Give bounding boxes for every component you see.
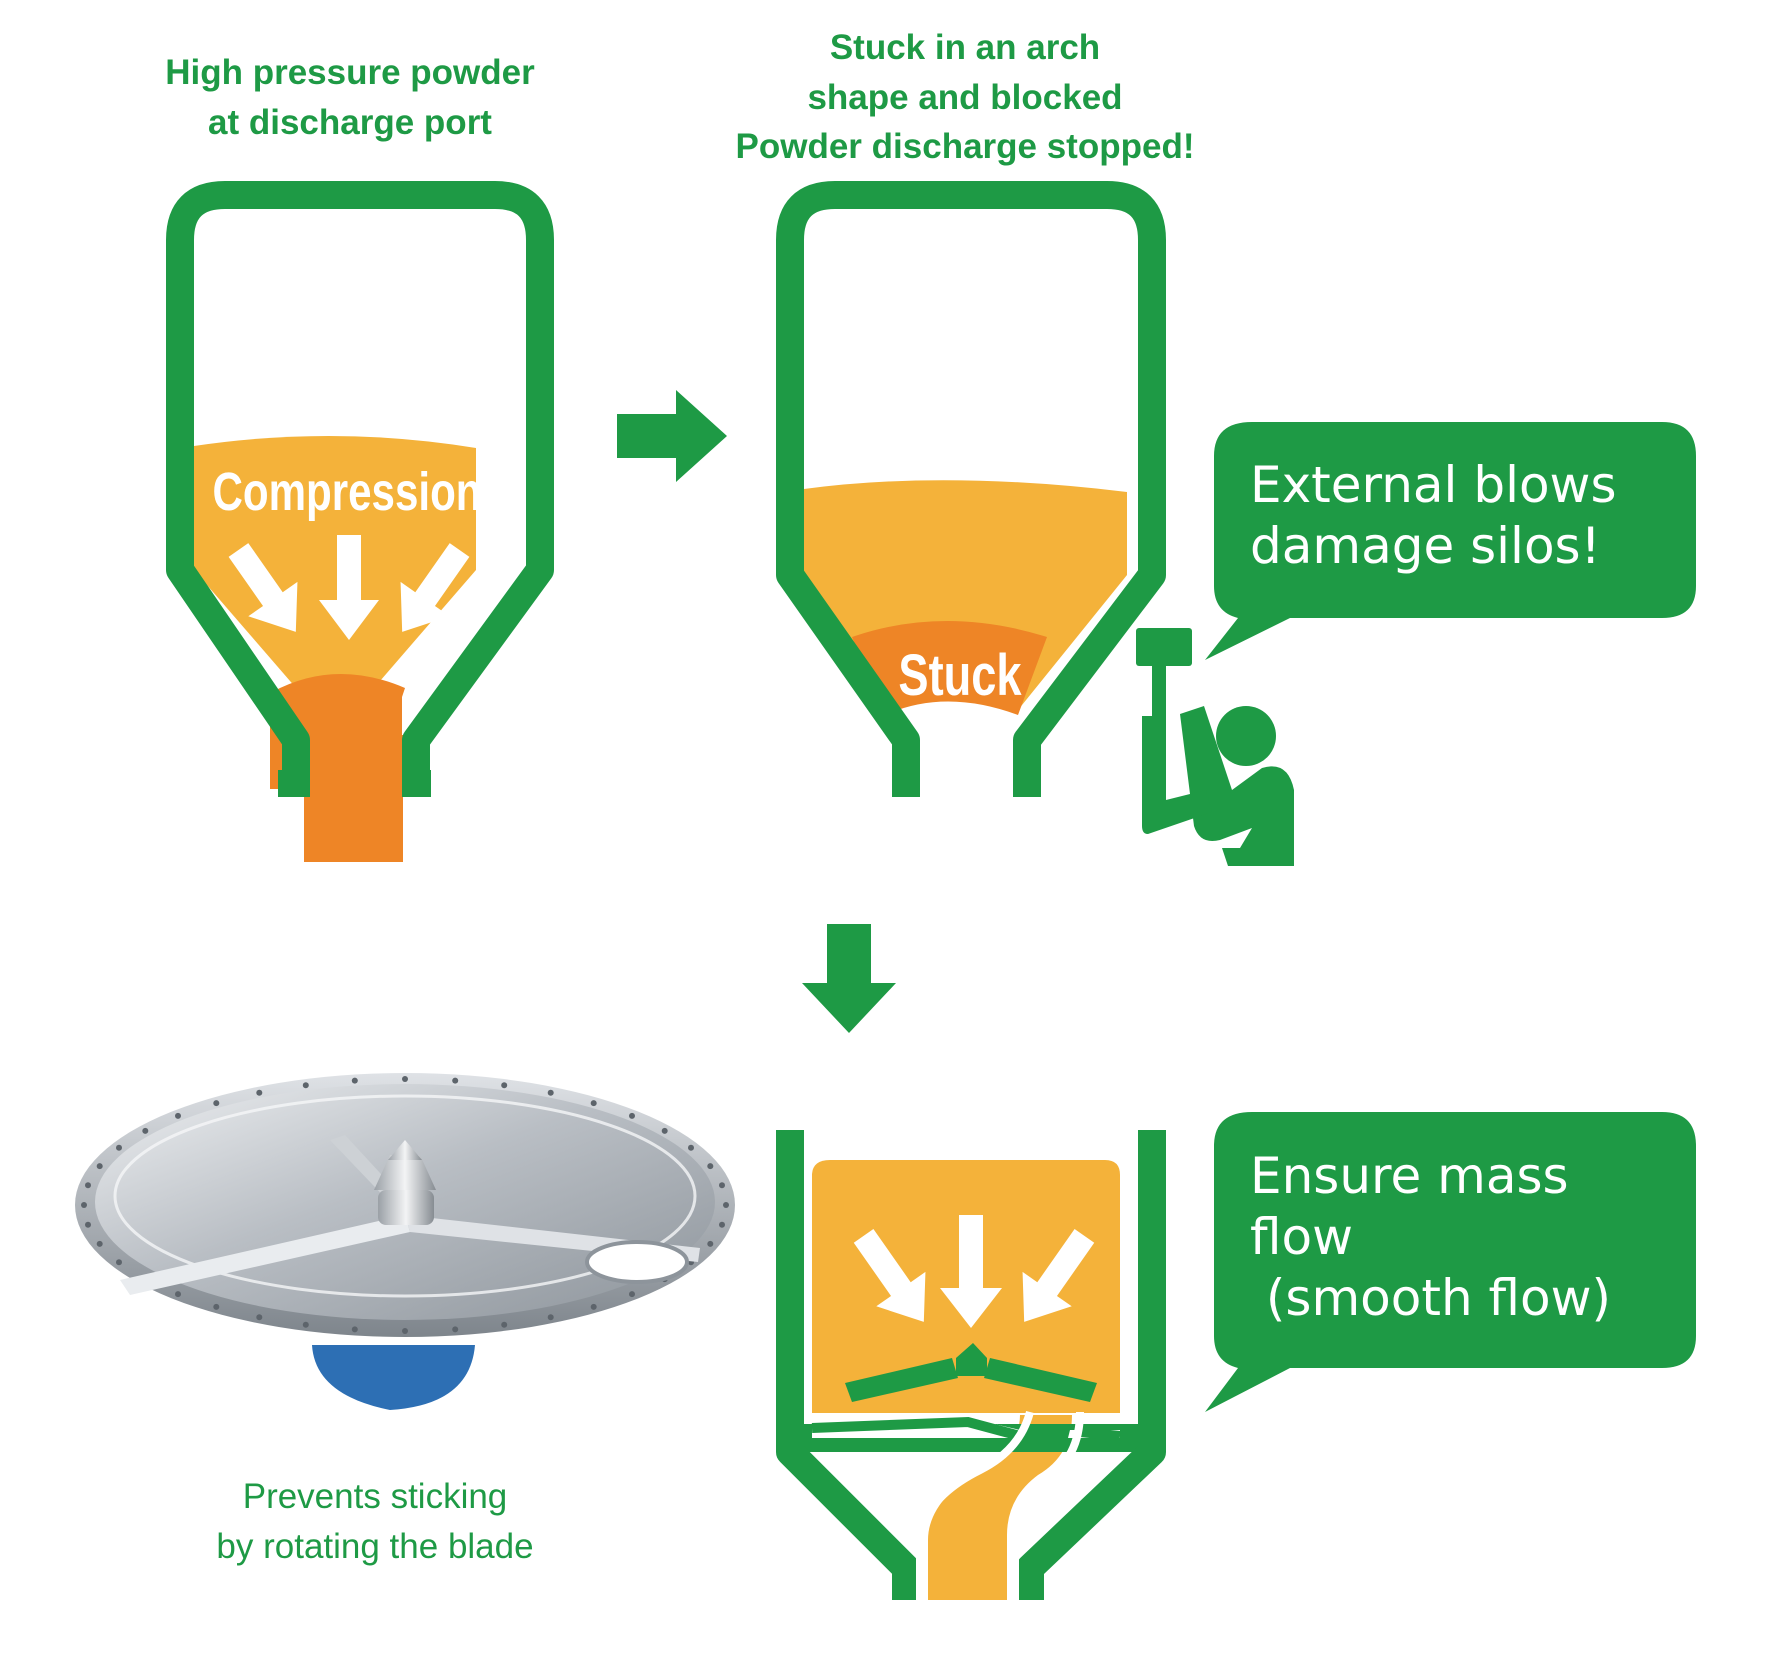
bolt-hole xyxy=(302,1082,309,1089)
bolt-hole xyxy=(256,1314,263,1321)
silo2-stuck-label: Stuck xyxy=(898,644,1021,709)
speech-bubble-blows xyxy=(1205,422,1696,660)
arrow-down-icon xyxy=(400,543,470,632)
bolt-hole xyxy=(81,1202,87,1208)
compression-arrows xyxy=(228,535,470,640)
bolt-hole xyxy=(351,1077,358,1084)
bolt-hole xyxy=(116,1144,122,1151)
bolt-hole xyxy=(452,1326,459,1333)
bolt-hole xyxy=(590,1303,597,1310)
silo-3 xyxy=(776,1130,1166,1600)
bolt-hole xyxy=(688,1144,694,1151)
silo1-outflow-stream xyxy=(304,735,403,862)
bolt-hole xyxy=(707,1163,714,1170)
bolt-hole xyxy=(85,1221,91,1228)
arrow-down-icon xyxy=(940,1215,1002,1328)
bolt-hole xyxy=(719,1221,725,1228)
arrow-down-icon xyxy=(228,543,298,632)
bolt-hole xyxy=(501,1321,508,1328)
worker-body xyxy=(1180,706,1294,866)
silo3-inner-plate xyxy=(811,1416,1022,1441)
bolt-hole xyxy=(501,1082,508,1089)
bubble-blows-text: External blows damage silos! xyxy=(1250,456,1617,575)
blade-outlet-hole xyxy=(585,1240,689,1284)
silo1-powder-light xyxy=(194,435,476,733)
bolt-hole xyxy=(402,1076,408,1082)
bolt-hole xyxy=(116,1259,122,1266)
bolt-hole xyxy=(96,1163,103,1170)
silo1-caption: High pressure powder at discharge port xyxy=(165,53,535,142)
arrow-down-icon xyxy=(802,924,896,1033)
bolt-hole xyxy=(590,1100,597,1107)
bolt-hole xyxy=(142,1127,149,1134)
bolt-hole xyxy=(629,1112,635,1119)
speech-bubble-mass-flow xyxy=(1205,1112,1696,1412)
bolt-hole xyxy=(85,1182,91,1189)
bolt-hole xyxy=(661,1127,668,1134)
bolt-hole xyxy=(213,1100,220,1107)
worker-head xyxy=(1216,706,1276,766)
bolt-hole xyxy=(175,1291,181,1298)
bolt-hole xyxy=(402,1328,408,1334)
bolt-hole xyxy=(629,1291,635,1298)
silo3-hopper-outline xyxy=(776,1438,1166,1600)
bubble-mass-flow-text: Ensure mass flow (smooth flow) xyxy=(1250,1147,1612,1327)
bolt-hole xyxy=(256,1089,263,1096)
silo1-compression-label: Compression xyxy=(212,462,481,522)
mass-flow-arrows xyxy=(853,1215,1095,1328)
blade-blue-base xyxy=(312,1345,475,1410)
silo1-outline xyxy=(166,181,554,797)
bolt-hole xyxy=(96,1240,103,1247)
silo2-outline xyxy=(776,181,1166,797)
silo-2: Stuck xyxy=(776,181,1166,797)
worker-arm xyxy=(1142,716,1212,834)
bolt-hole xyxy=(547,1314,554,1321)
bolt-hole xyxy=(723,1202,729,1208)
blade-bolt-holes xyxy=(81,1076,729,1334)
rotating-blade xyxy=(845,1343,1097,1402)
arrow-down-icon xyxy=(853,1228,926,1322)
arrow-down-icon xyxy=(319,535,379,640)
arrow-right-icon xyxy=(617,390,727,482)
bolt-hole xyxy=(707,1240,714,1247)
silo2-stuck-plug xyxy=(852,621,1047,715)
bolt-hole xyxy=(547,1089,554,1096)
blade-nose-cone xyxy=(374,1155,436,1190)
arrow-down-icon xyxy=(1022,1228,1095,1322)
rotating-blade-photo xyxy=(75,1073,735,1410)
silo2-caption: Stuck in an arch shape and blocked Powde… xyxy=(735,28,1195,167)
bolt-hole xyxy=(175,1112,181,1119)
silo3-outflow-stream xyxy=(928,1415,1072,1600)
bolt-hole xyxy=(719,1182,725,1189)
bolt-hole xyxy=(351,1326,358,1333)
blade-caption: Prevents sticking by rotating the blade xyxy=(216,1477,534,1566)
bolt-hole xyxy=(452,1077,459,1084)
silo-1: Compression xyxy=(166,181,554,862)
blade-arm-left xyxy=(120,1215,410,1295)
bolt-hole xyxy=(302,1321,309,1328)
hammer-head xyxy=(1136,628,1192,666)
hammer-worker-icon xyxy=(1136,628,1294,866)
bolt-hole xyxy=(213,1303,220,1310)
